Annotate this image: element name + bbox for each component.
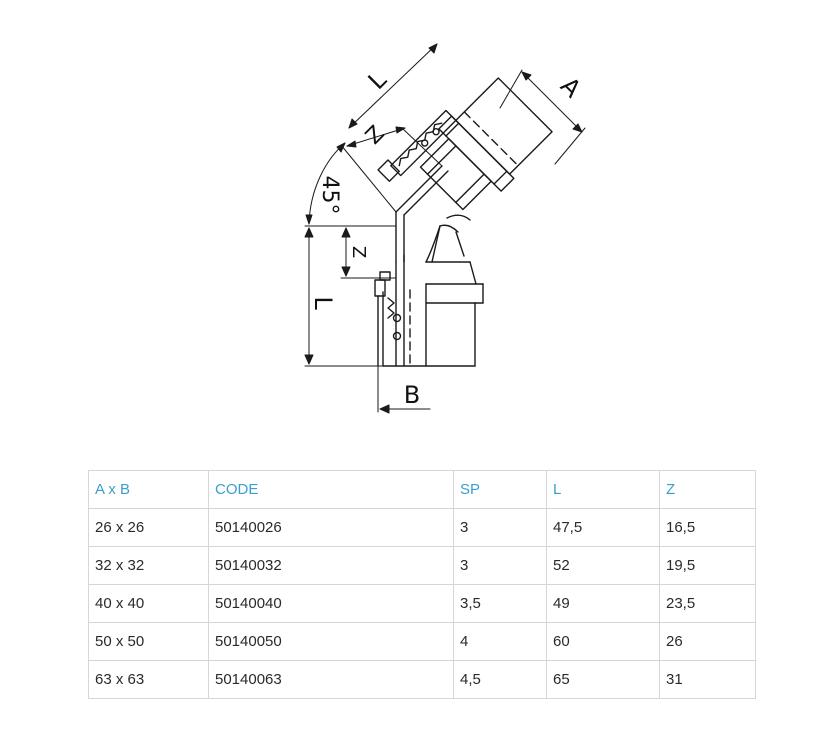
cell-z: 16,5	[659, 508, 756, 547]
cell-a-x-b: 26 x 26	[88, 508, 209, 547]
label-z-top: Z	[361, 121, 389, 149]
lower-leg	[374, 254, 484, 367]
label-z-side: Z	[348, 246, 369, 258]
cell-a-x-b: 50 x 50	[88, 622, 209, 661]
upper-leg	[377, 77, 553, 211]
cell-l: 60	[546, 622, 660, 661]
cell-l: 65	[546, 660, 660, 699]
cell-sp: 3,5	[453, 584, 547, 623]
label-a: A	[555, 72, 587, 104]
cell-z: 26	[659, 622, 756, 661]
label-b: B	[404, 381, 420, 409]
cell-code: 50140063	[208, 660, 454, 699]
cell-code: 50140032	[208, 546, 454, 585]
label-angle: 45°	[317, 176, 342, 215]
table-row: 63 x 63 50140063 4,5 65 31	[88, 660, 756, 699]
cell-sp: 3	[453, 546, 547, 585]
label-l-side: L	[309, 296, 337, 310]
cell-l: 47,5	[546, 508, 660, 547]
specification-table: A x B CODE SP L Z 26 x 26 50140026 3 47,…	[88, 470, 756, 699]
header-l: L	[546, 470, 660, 509]
cell-z: 19,5	[659, 546, 756, 585]
cell-z: 31	[659, 660, 756, 699]
cell-l: 52	[546, 546, 660, 585]
cell-sp: 3	[453, 508, 547, 547]
table-row: 50 x 50 50140050 4 60 26	[88, 622, 756, 661]
cell-sp: 4	[453, 622, 547, 661]
elbow-tube	[395, 165, 471, 263]
cell-a-x-b: 40 x 40	[88, 584, 209, 623]
cell-sp: 4,5	[453, 660, 547, 699]
elbow-fitting-drawing: L Z A 45° Z L B	[304, 43, 587, 414]
cell-l: 49	[546, 584, 660, 623]
cell-z: 23,5	[659, 584, 756, 623]
table-header-row: A x B CODE SP L Z	[88, 470, 756, 509]
header-code: CODE	[208, 470, 454, 509]
cell-a-x-b: 32 x 32	[88, 546, 209, 585]
header-z: Z	[659, 470, 756, 509]
dimension-lines	[304, 43, 583, 414]
table-row: 32 x 32 50140032 3 52 19,5	[88, 546, 756, 585]
table-row: 40 x 40 50140040 3,5 49 23,5	[88, 584, 756, 623]
cell-code: 50140026	[208, 508, 454, 547]
header-a-x-b: A x B	[88, 470, 209, 509]
table-row: 26 x 26 50140026 3 47,5 16,5	[88, 508, 756, 547]
cell-code: 50140040	[208, 584, 454, 623]
cell-a-x-b: 63 x 63	[88, 660, 209, 699]
extension-lines	[304, 69, 586, 413]
header-sp: SP	[453, 470, 547, 509]
cell-code: 50140050	[208, 622, 454, 661]
